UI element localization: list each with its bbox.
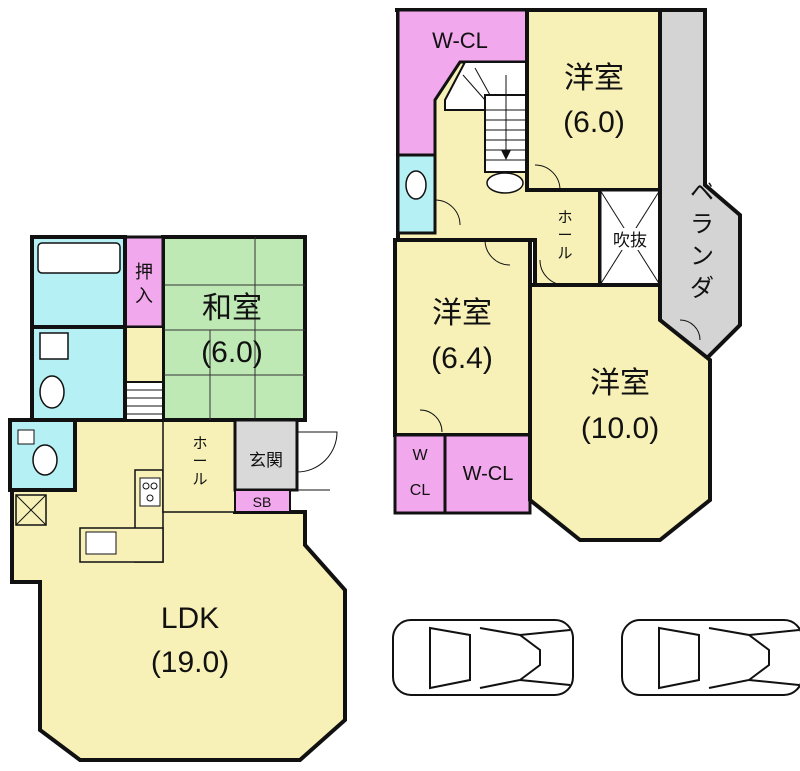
veranda-char-1: ベ (690, 178, 714, 206)
wcl-small-label-1: W (412, 447, 428, 464)
wcl-small-label-2: CL (410, 482, 431, 499)
bathtub-icon (37, 242, 121, 274)
parking-car-1 (392, 619, 574, 696)
hall1-label-3: ル (192, 470, 207, 488)
genkan-label: 玄関 (249, 451, 283, 471)
toilet2-icon (405, 170, 427, 200)
shoebox (234, 489, 291, 513)
parking-car-2 (621, 619, 800, 696)
hall2-label-1: ホ (557, 208, 572, 226)
ldk-label: LDK (161, 602, 219, 635)
hall1-label-1: ホ (192, 434, 207, 452)
oshiire-label-1: 押 (135, 262, 153, 283)
room-6-4-label: 洋室 (432, 296, 492, 331)
hall2-label-2: ー (557, 226, 572, 244)
hall1-room (162, 419, 236, 513)
door-swings-2f (419, 164, 701, 433)
sb-label: SB (253, 494, 272, 510)
room-10-0-size: (10.0) (581, 412, 659, 445)
room-10-0-label: 洋室 (590, 366, 650, 401)
oshiire-label-2: 入 (135, 286, 153, 307)
stair1-treads (125, 389, 163, 415)
washitsu-label: 和室 (202, 291, 262, 326)
washbasin-icon (39, 332, 69, 360)
wcl-small-closet (393, 433, 447, 515)
ldk-size: (19.0) (151, 646, 229, 679)
room-6-4 (393, 238, 532, 437)
small-closet (124, 326, 164, 383)
fukinuke-void (598, 188, 662, 287)
washing-machine-icon (39, 375, 65, 409)
floor2: ホ ー ル W-CL (393, 8, 742, 542)
stair2 (444, 61, 528, 173)
hall2-basin-icon (486, 172, 524, 194)
washitsu-room (161, 235, 307, 422)
room-6-0-size: (6.0) (563, 106, 625, 139)
wcl-bottom-label: W-CL (463, 463, 514, 485)
genkan (233, 418, 299, 492)
room-10-0 (528, 283, 712, 542)
refrigerator-icon (15, 494, 47, 526)
room-6-0-label: 洋室 (564, 61, 624, 96)
hall1-label-2: ー (192, 452, 207, 470)
stove-icon (139, 477, 161, 507)
sink (85, 531, 117, 555)
floor1: LDK (19.0) ホ ー ル 和室 (6.0) 押 入 (8, 235, 347, 762)
tatami-lines (163, 237, 305, 420)
room-6-4-size: (6.4) (431, 342, 493, 375)
hall2-label-3: ル (557, 244, 572, 262)
toilet2-room (396, 153, 437, 235)
washitsu-size: (6.0) (201, 336, 263, 369)
fukinuke-label: 吹抜 (613, 231, 647, 251)
entrance-door (296, 431, 338, 491)
wcl-top-label: W-CL (432, 28, 488, 53)
veranda-char-3: ン (690, 242, 714, 270)
veranda-char-2: ラ (690, 210, 714, 238)
toilet-icon (17, 429, 58, 476)
room-6-0 (525, 8, 662, 192)
veranda-char-4: ダ (690, 274, 714, 302)
